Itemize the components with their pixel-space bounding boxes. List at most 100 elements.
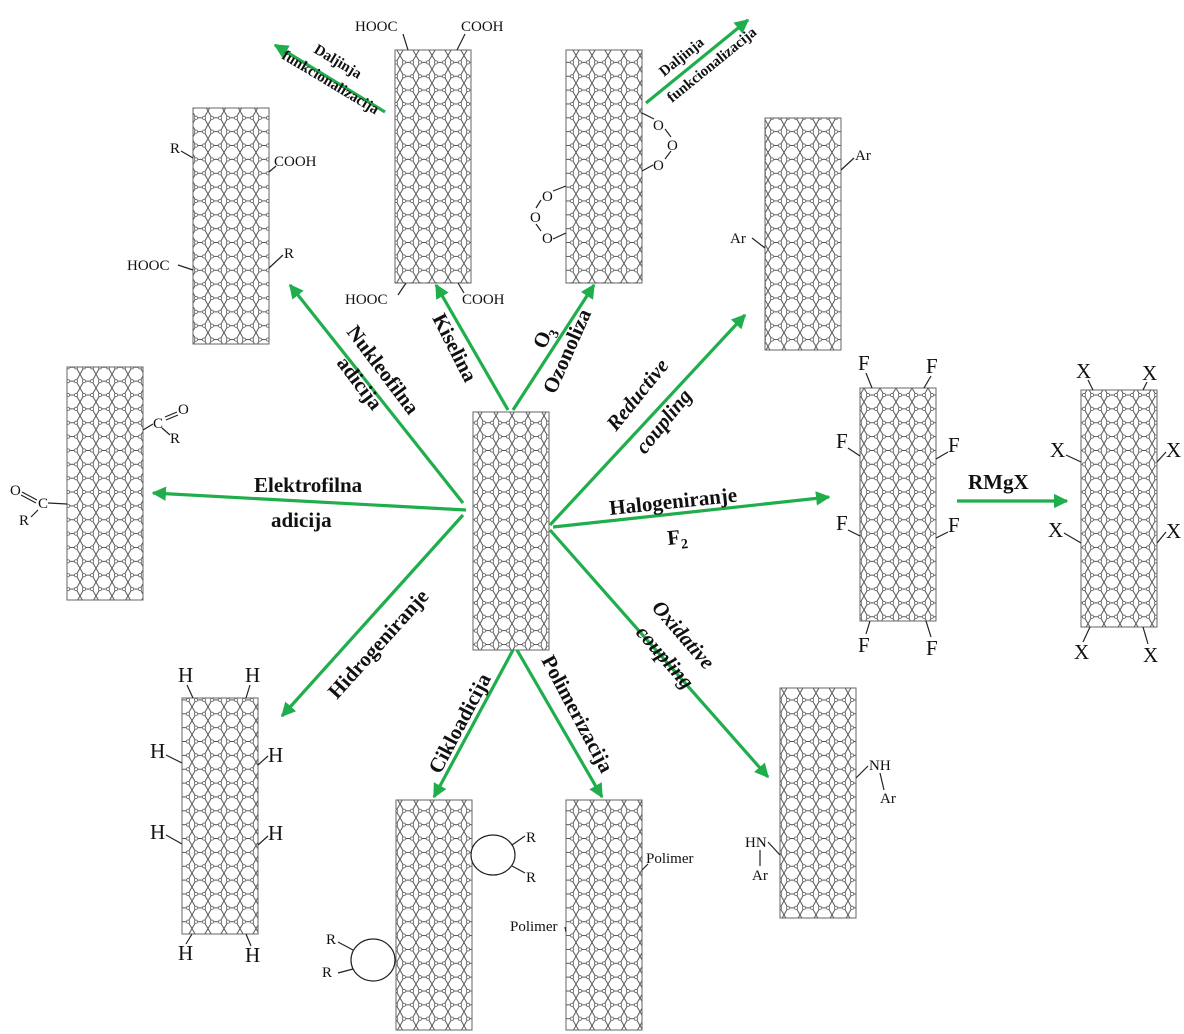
atom-x: X [1076,359,1091,383]
atom-x: X [1166,438,1181,462]
label-cycloaddition: Cikloadicija [423,669,496,778]
group-r: R [526,830,536,846]
atom-c: C [38,496,48,512]
atom-x: X [1048,518,1063,542]
group-polymer-right: Polimer [646,851,694,867]
atom-f: F [948,513,960,537]
group-hooc-left: HOOC [127,258,170,274]
nanotube-oxidative [779,687,857,919]
atom-x: X [1050,438,1065,462]
nanotube-hydrogenated [181,697,259,935]
atom-f: F [948,433,960,457]
hydrogen-atoms: H H H H H H H H [150,663,283,967]
ketone-group-right: C O R [142,402,189,447]
atom-h: H [150,820,165,844]
group-r-right: R [284,246,294,262]
arrow-nucleophilic [288,283,465,504]
ketone-group-left: O C R [10,483,68,529]
group-hooc-top: HOOC [355,19,398,35]
arrow-polymerization [515,649,604,799]
cycloadduct-ring-left [350,938,396,982]
label-grignard: RMgX [968,470,1029,494]
ozonide-right: O O O [641,112,678,174]
atom-x: X [1143,643,1158,667]
nanotube-polymer [565,799,643,1031]
ozonide-o: O [653,158,664,174]
ozonide-o: O [667,138,678,154]
atom-o: O [178,402,189,418]
atom-x: X [1074,640,1089,664]
ozonide-o: O [542,231,553,247]
reductive-groups: Ar Ar [730,148,871,249]
group-cooh-right: COOH [274,154,317,170]
ozonide-left: O O O [530,185,567,247]
atom-f: F [836,429,848,453]
group-ar-left: Ar [752,868,768,884]
group-ar-top: Ar [855,148,871,164]
arrow-oxidative [548,528,770,779]
arrow-further-ozone [644,18,750,105]
arrow-acid [434,283,510,411]
group-cooh-top: COOH [461,19,504,35]
atom-h: H [150,739,165,763]
acid-groups: HOOC COOH HOOC COOH [345,19,505,308]
atom-h: H [268,821,283,845]
nanotube-grignard [1080,389,1158,628]
group-r: R [326,932,336,948]
group-cooh-bottom: COOH [462,292,505,308]
atom-o: O [10,483,21,499]
atom-f: F [926,354,938,378]
label-electrophilic-2: adicija [271,508,332,532]
arrow-halogenation [552,491,831,529]
group-nh: NH [869,758,891,774]
group-r-top: R [170,141,180,157]
atom-f: F [926,636,938,660]
fluorine-atoms: F F F F F F F F [836,351,960,660]
polymer-groups: Polimer Polimer [510,851,694,935]
ozonide-o: O [530,210,541,226]
arrows [151,18,1069,799]
arrow-reductive [548,313,747,527]
cycloadduct-ring-right [470,834,516,876]
atom-f: F [858,351,870,375]
atom-h: H [178,663,193,687]
nanotube-cycloaddition [395,799,473,1031]
group-polymer-left: Polimer [510,919,558,935]
nanotube-nucleophilic [192,107,270,345]
group-ar-right: Ar [880,791,896,807]
label-hydrogenation: Hidrogeniranje [323,584,433,703]
nanotube-reductive [764,117,842,351]
group-hn: HN [745,835,767,851]
label-fluorine-subscript: 2 [680,537,689,553]
group-r: R [322,965,332,981]
nanotube-electrophilic [66,366,144,601]
oxidative-groups: NH Ar HN Ar [745,758,896,884]
atom-r: R [170,431,180,447]
atom-x: X [1142,361,1157,385]
atom-h: H [245,943,260,967]
nanotube-center [472,411,550,651]
arrow-cycloaddition [432,649,515,799]
nanotube-fluorinated [859,387,937,622]
label-polymerization: Polimerizacija [537,651,619,777]
arrow-hydrogenation [280,513,465,718]
cycloadduct-groups: R R R R [322,830,536,982]
arrow-further-acid [273,43,386,114]
group-r: R [526,870,536,886]
arrow-electrophilic [151,486,467,512]
atom-x: X [1166,519,1181,543]
label-electrophilic-1: Elektrofilna [254,473,363,497]
atom-f: F [836,511,848,535]
label-fluorine: F 2 [666,525,689,553]
atom-f: F [858,633,870,657]
ozonide-o: O [653,118,664,134]
atom-r: R [19,513,29,529]
group-hooc-bottom: HOOC [345,292,388,308]
atom-c: C [153,416,163,432]
nanotube-ozonolysis [565,49,643,284]
label-acid: Kiselina [428,309,483,386]
atom-h: H [178,941,193,965]
halogen-x-atoms: X X X X X X X X [1048,359,1181,667]
arrow-ozonolysis [511,283,596,411]
